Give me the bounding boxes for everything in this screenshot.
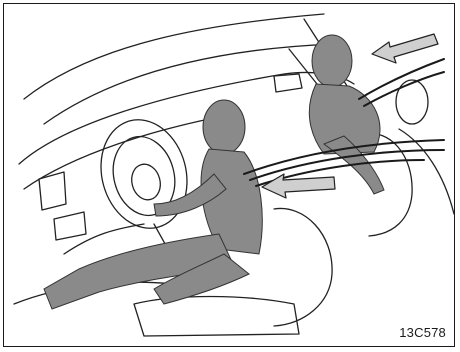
roof-line-inner	[44, 44, 334, 124]
dashboard-panel-2	[54, 212, 86, 240]
steering-wheel	[89, 110, 199, 238]
airbag-seating-illustration	[4, 4, 455, 347]
roof-line	[24, 14, 324, 99]
dashboard-top	[19, 72, 354, 164]
figure-code: 13C578	[399, 325, 446, 340]
driver-seat-back	[274, 208, 332, 326]
dashboard-vent	[274, 74, 302, 92]
driver-arrow	[262, 174, 335, 198]
dashboard-panel	[39, 172, 66, 210]
steering-hub	[128, 161, 164, 203]
driver-seat-cushion	[134, 297, 299, 337]
passenger-arrow	[372, 34, 438, 63]
console	[64, 224, 144, 254]
passenger-motion-lines	[359, 59, 444, 106]
driver-silhouette	[44, 100, 262, 309]
illustration-frame: 13C578	[3, 3, 455, 347]
